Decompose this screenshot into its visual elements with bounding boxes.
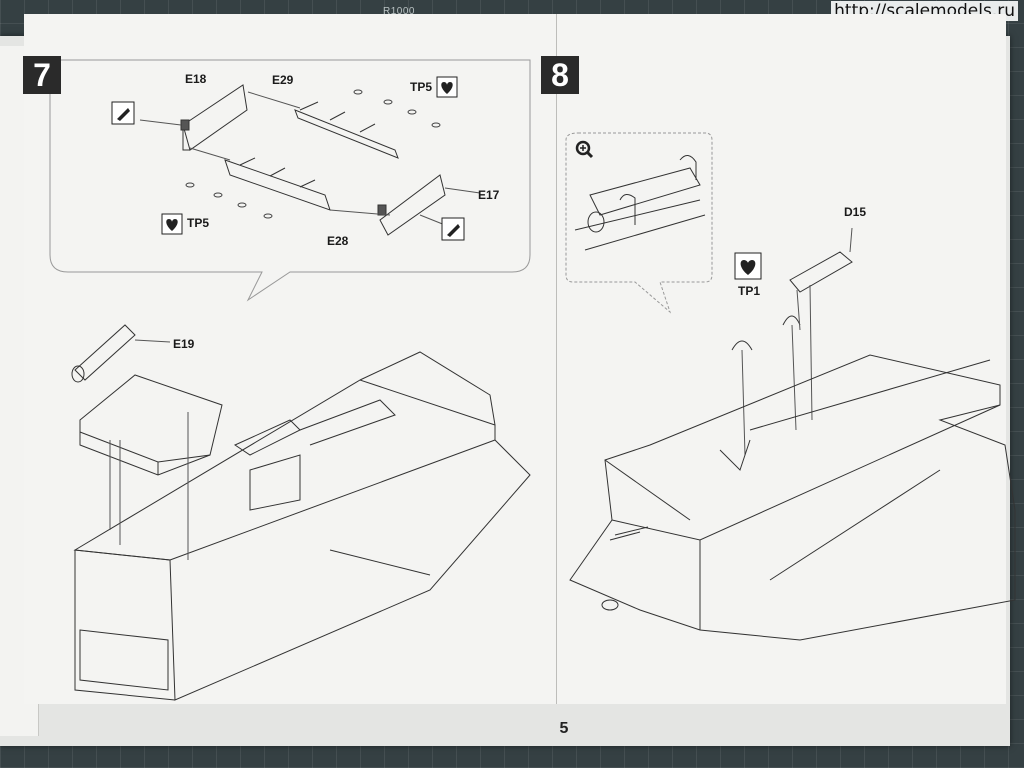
glue-icon bbox=[111, 101, 135, 125]
part-d15-drawing bbox=[789, 227, 853, 293]
label-d15: D15 bbox=[844, 205, 867, 219]
label-e29: E29 bbox=[272, 73, 294, 87]
step7-chassis-drawing bbox=[73, 351, 531, 701]
step8-chassis-drawing bbox=[569, 354, 1016, 641]
glue-icon bbox=[441, 217, 465, 241]
photo-etch-heart-icon bbox=[734, 252, 762, 280]
zoom-detail-drawing bbox=[574, 155, 706, 251]
label-tp5-bottom: TP5 bbox=[187, 216, 210, 230]
step-7-number: 7 bbox=[23, 56, 61, 94]
page-spine bbox=[556, 14, 557, 704]
label-e28: E28 bbox=[327, 234, 349, 248]
zoom-magnifier-icon bbox=[575, 140, 594, 159]
part-e19-drawing bbox=[71, 324, 223, 476]
page-right bbox=[540, 14, 1006, 704]
label-tp1: TP1 bbox=[738, 284, 761, 298]
pins-tp5 bbox=[185, 89, 441, 219]
part-e17-drawing bbox=[377, 174, 446, 236]
label-e19: E19 bbox=[173, 337, 195, 351]
label-e17: E17 bbox=[478, 188, 500, 202]
part-e29-drawing bbox=[294, 101, 399, 159]
part-e18-drawing bbox=[180, 84, 248, 151]
step7-callout-bubble bbox=[49, 59, 531, 302]
mat-label: R1000 bbox=[383, 6, 415, 17]
photo-etch-heart-icon bbox=[161, 213, 183, 235]
label-e18: E18 bbox=[185, 72, 207, 86]
page-number: 5 bbox=[559, 720, 569, 737]
step-8-number: 8 bbox=[541, 56, 579, 94]
part-tp1-drawing bbox=[731, 284, 813, 456]
page-left bbox=[24, 14, 556, 704]
step8-callout-bubble bbox=[565, 132, 713, 314]
photo-etch-heart-icon bbox=[436, 76, 458, 98]
label-tp5-top: TP5 bbox=[410, 80, 433, 94]
